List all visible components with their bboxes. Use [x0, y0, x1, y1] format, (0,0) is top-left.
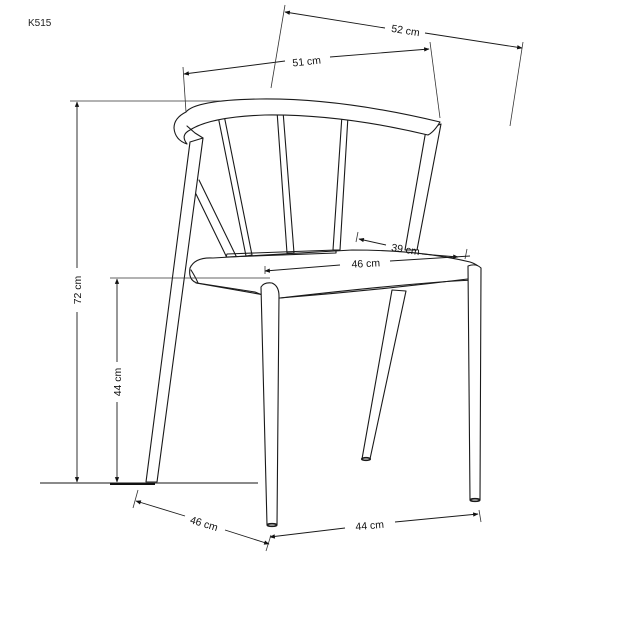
front-left-leg — [260, 282, 280, 528]
model-label: K515 — [28, 18, 52, 29]
dim-overall-height: 72 cm — [70, 100, 220, 483]
front-right-leg — [467, 264, 482, 503]
dim-seat-width: 46 cm — [264, 255, 471, 274]
chair-drawing — [145, 98, 482, 528]
seat — [189, 249, 481, 300]
label-base-depth: 46 cm — [188, 514, 219, 534]
top-rail — [173, 98, 441, 145]
label-overall-height: 72 cm — [72, 275, 84, 304]
label-seat-width: 46 cm — [351, 257, 380, 270]
dim-seat-depth: 39 cm — [355, 231, 468, 260]
back-spindles — [217, 110, 349, 258]
label-back-width-inner: 51 cm — [292, 55, 322, 70]
dim-seat-height: 44 cm — [110, 277, 270, 483]
back-brace — [198, 179, 238, 259]
rear-right-leg — [360, 289, 407, 462]
dim-base-depth: 46 cm — [132, 489, 272, 552]
dim-back-width-inner: 51 cm — [182, 41, 441, 119]
label-seat-height: 44 cm — [112, 367, 124, 396]
back-right-post — [404, 123, 442, 251]
label-back-width-outer: 52 cm — [390, 23, 420, 39]
dim-back-width-outer: 52 cm — [270, 4, 524, 127]
label-seat-depth: 39 cm — [390, 242, 420, 258]
label-base-width: 44 cm — [355, 519, 385, 533]
dim-base-width: 44 cm — [269, 509, 482, 539]
back-left-leg — [145, 137, 204, 483]
